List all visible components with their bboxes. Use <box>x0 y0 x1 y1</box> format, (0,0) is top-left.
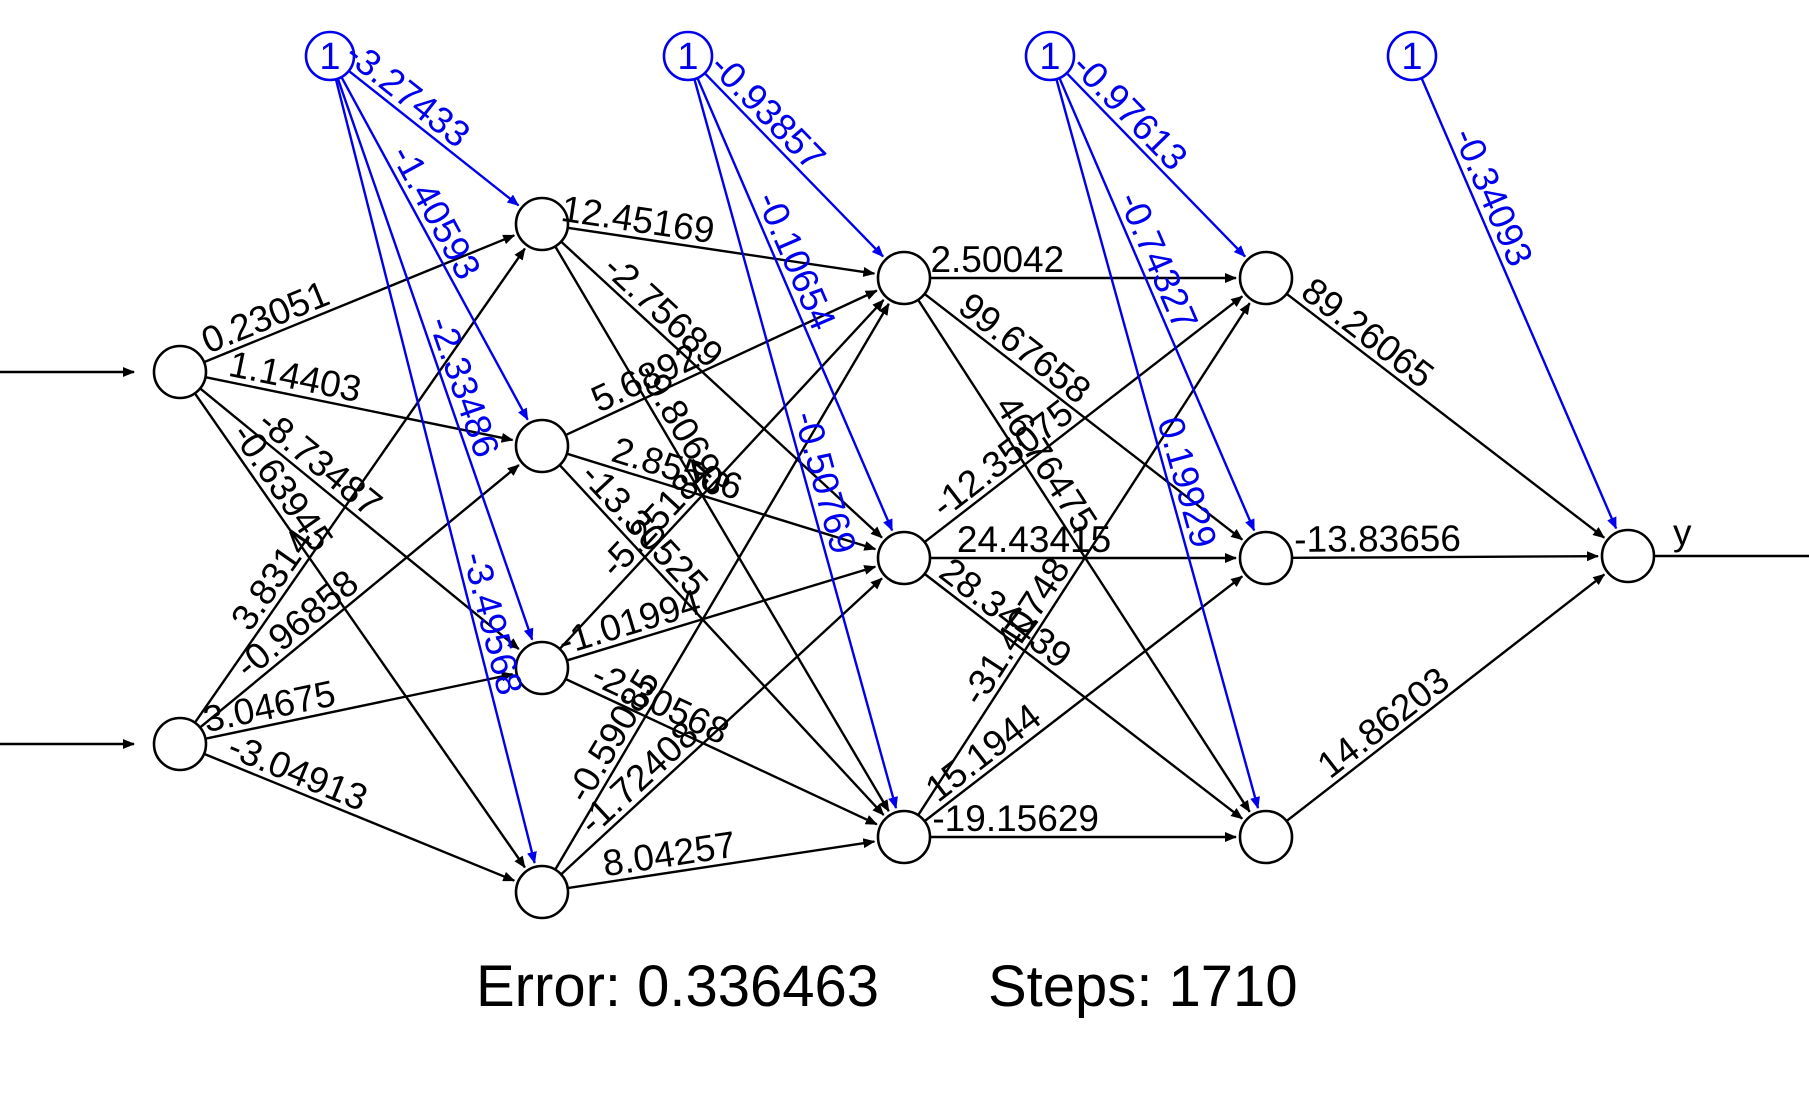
bias-node-2 <box>662 30 714 82</box>
weight-edge-l2-4-2 <box>560 577 883 876</box>
weight-edge-l2-4-1 <box>554 302 890 871</box>
bias-node-1 <box>304 30 356 82</box>
neuron-l0-2 <box>152 716 208 772</box>
weight-edge-l3-1-1-label: 2.50042 <box>930 239 1064 280</box>
weight-edge-l3-1-2 <box>923 292 1244 541</box>
neuron-l2-2 <box>876 530 932 586</box>
bias-edge-l3-1-label: -0.97613 <box>1064 45 1195 178</box>
weight-edge-l1-1-3 <box>199 387 520 650</box>
weight-edge-l4-1-1-label: 89.26065 <box>1294 270 1441 397</box>
weight-edge-l3-2-3 <box>923 572 1244 820</box>
weight-edge-l2-3-2-label: -1.01994 <box>554 581 706 663</box>
weight-edge-l1-1-1 <box>203 234 516 364</box>
weight-edge-l4-3-1-label: 14.86203 <box>1310 659 1457 786</box>
neuron-l3-1 <box>1238 250 1294 306</box>
bias-node-1-label: 1 <box>319 36 340 78</box>
weight-edge-l4-3-1 <box>1285 573 1606 823</box>
weight-edge-l3-3-3-label: -19.15629 <box>932 798 1099 839</box>
neuron-l1-1 <box>514 196 570 252</box>
weight-edge-l1-1-2-label: 1.14403 <box>226 343 365 410</box>
weight-edge-l2-3-2 <box>566 565 877 662</box>
neuron-l1-2 <box>514 418 570 474</box>
neuron-l4-1 <box>1600 528 1656 584</box>
weight-edge-l2-4-3 <box>567 838 876 890</box>
neuron-l1-4 <box>514 864 570 920</box>
weight-edge-l2-1-1 <box>567 226 876 277</box>
weight-edge-l2-4-3-label: 8.04257 <box>600 824 738 885</box>
bias-edge-l2-1 <box>703 72 884 258</box>
neuron-l3-3 <box>1238 809 1294 865</box>
weight-edge-l1-2-4 <box>203 752 516 882</box>
weight-edge-l2-3-3 <box>565 677 878 826</box>
neuron-l1-3 <box>514 640 570 696</box>
weight-edge-l4-2-1 <box>1291 551 1600 562</box>
bias-edge-l3-2-label: -0.74327 <box>1111 186 1206 336</box>
neuron-l2-1 <box>876 250 932 306</box>
bias-edge-l2-3-label: -0.50769 <box>786 407 864 559</box>
bias-edge-l1-2-label: -1.40593 <box>383 138 489 286</box>
weight-edge-l1-2-4-label: -3.04913 <box>223 726 374 819</box>
bias-edge-l2-2-label: -0.10654 <box>749 186 844 336</box>
weight-edge-l2-1-2 <box>560 240 883 539</box>
bias-node-2-label: 1 <box>677 36 698 78</box>
weight-edge-l3-3-1 <box>917 302 1251 816</box>
weight-edge-l1-1-4 <box>193 392 526 869</box>
neuron-l3-2 <box>1238 530 1294 586</box>
bias-edge-l1-3-label: -2.33486 <box>421 311 508 462</box>
footer-steps-text: Steps: 1710 <box>988 954 1298 1019</box>
bias-edge-l3-2 <box>1058 77 1256 532</box>
weight-edge-l2-3-1 <box>558 299 885 650</box>
weight-edge-l1-2-3-label: 3.04675 <box>200 673 339 741</box>
bias-node-4-label: 1 <box>1401 36 1422 78</box>
bias-node-3-label: 1 <box>1039 36 1060 78</box>
weight-edge-l1-2-3 <box>205 671 514 740</box>
weight-edge-l4-1-1 <box>1285 292 1605 539</box>
bias-node-3 <box>1024 30 1076 82</box>
bias-edge-l4-1-label: -0.34093 <box>1445 122 1541 272</box>
bias-edge-l1-3 <box>336 78 534 641</box>
bias-edge-l1-4-label: -3.49568 <box>455 547 531 699</box>
bias-edge-l2-1-label: -0.93857 <box>702 45 833 178</box>
weight-edge-l2-2-2 <box>566 452 877 551</box>
neuron-l2-3 <box>876 809 932 865</box>
bias-edge-l1-2 <box>340 76 529 421</box>
output-label: y <box>1673 512 1692 553</box>
weight-edge-l3-2-1 <box>923 295 1244 544</box>
bias-node-4 <box>1386 30 1438 82</box>
weight-edge-l1-2-1 <box>193 247 526 724</box>
bias-edge-l1-1 <box>348 69 520 207</box>
bias-edge-l4-1 <box>1420 77 1618 530</box>
weight-edge-l4-2-1-label: -13.83656 <box>1294 518 1461 560</box>
weight-edge-l1-1-1-label: 0.23051 <box>196 273 335 362</box>
weight-edge-l3-3-2 <box>923 575 1244 823</box>
bias-edge-l3-3 <box>1055 78 1260 810</box>
weight-edge-l2-1-1-label: 12.45169 <box>559 188 718 251</box>
weight-edge-l3-1-3 <box>917 299 1251 813</box>
bias-edge-l2-2 <box>696 77 894 532</box>
neuron-l0-1 <box>152 344 208 400</box>
bias-edge-l2-3 <box>693 78 898 810</box>
weight-edge-l2-1-3 <box>554 245 890 813</box>
weight-edge-l1-1-2 <box>205 376 514 443</box>
weight-edge-l2-2-3 <box>558 464 885 816</box>
weight-edge-l2-2-1 <box>565 289 878 437</box>
weight-edge-l3-2-2-label: 24.43415 <box>957 519 1111 560</box>
weight-edge-l1-2-2 <box>199 464 520 729</box>
footer-error-text: Error: 0.336463 <box>476 954 879 1019</box>
bias-edge-l3-1 <box>1065 72 1246 258</box>
bias-edge-l1-4 <box>334 78 537 864</box>
